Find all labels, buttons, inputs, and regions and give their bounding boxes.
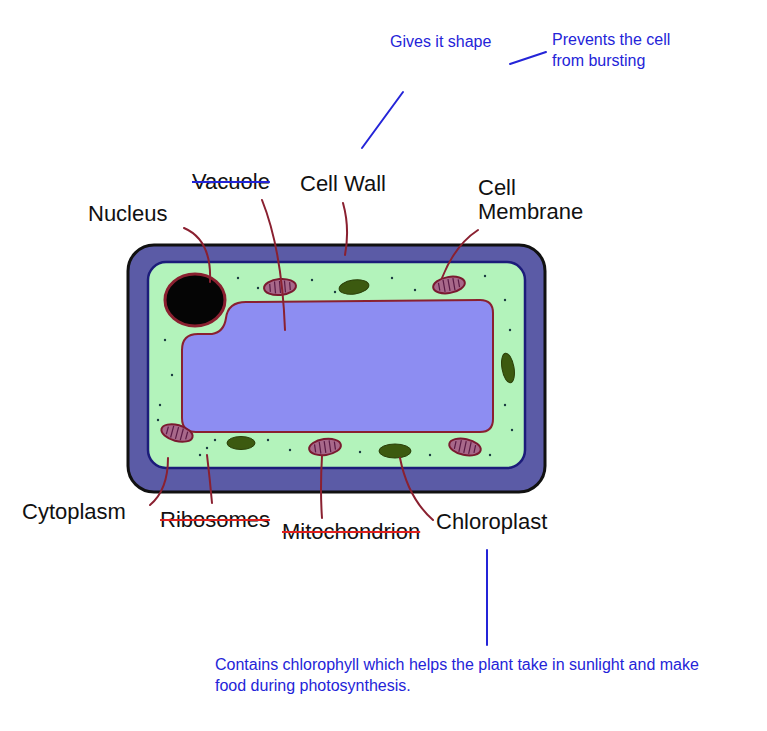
leader-lines [150,200,478,520]
cytoplasm [148,262,525,468]
ribosome-dots [157,275,513,456]
chloroplasts [227,278,517,458]
mitochondria [159,274,482,458]
note-lines [362,52,546,645]
note-text: Contains chlorophyll which helps the pla… [215,655,720,697]
part-label: Nucleus [88,202,167,226]
note-text: Gives it shape [390,32,491,53]
part-label: Vacuole [192,170,270,194]
note-text: Prevents the cell from bursting [552,30,702,72]
part-label: Ribosomes [160,508,270,532]
cell-wall [128,245,545,492]
part-label: Cytoplasm [22,500,126,524]
vacuole [182,300,493,432]
part-label: Cell Wall [300,172,386,196]
part-label: Chloroplast [436,510,547,534]
part-label: Cell Membrane [478,176,590,224]
part-label: Mitochondrion [282,520,420,544]
nucleus [165,274,225,326]
